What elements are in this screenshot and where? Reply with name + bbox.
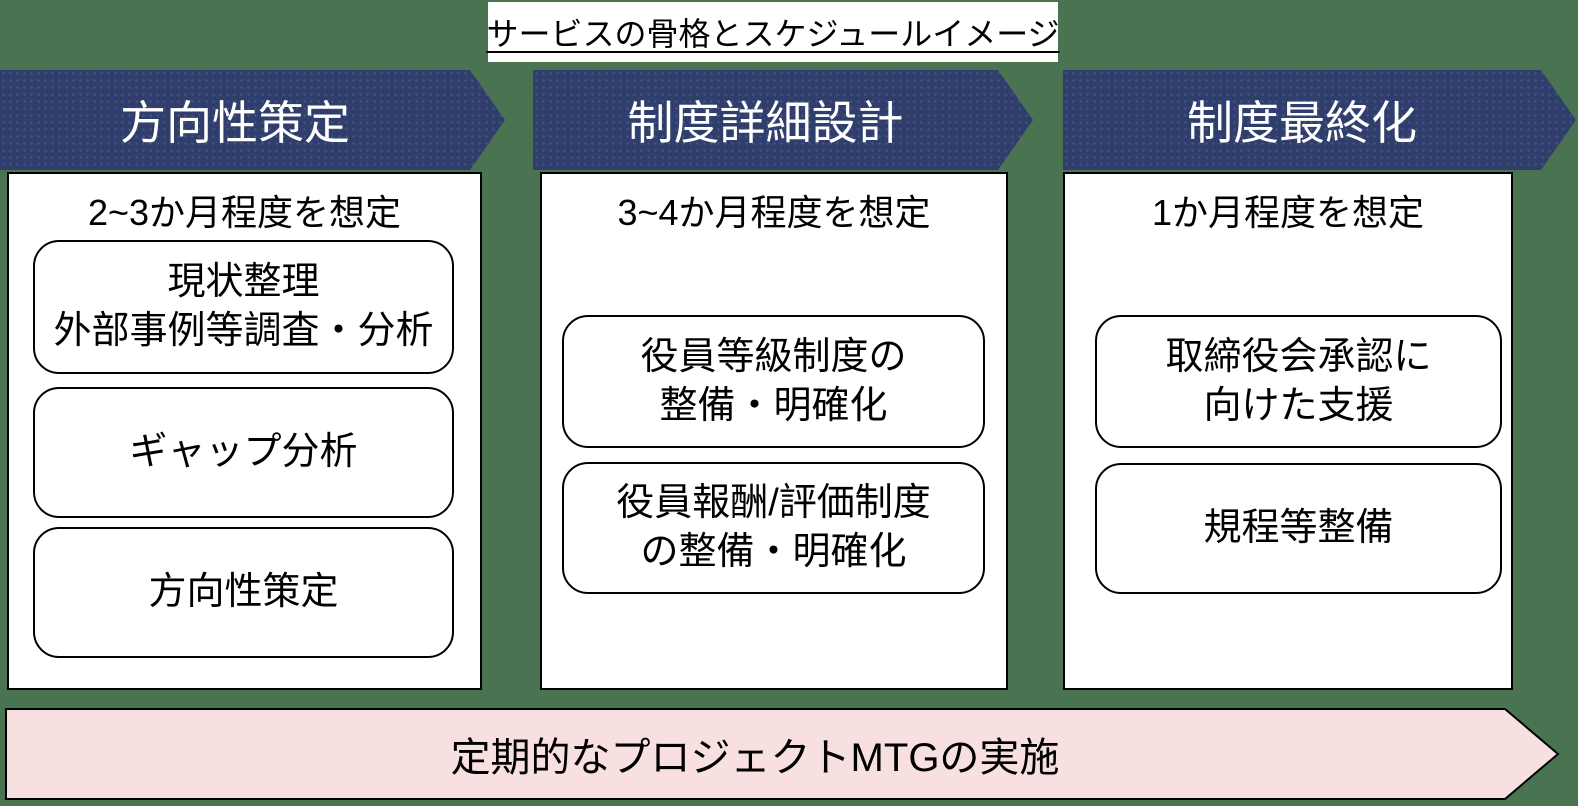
phase-duration: 3~4か月程度を想定 [617, 192, 931, 233]
task-label: 方向性策定 [148, 571, 339, 614]
task-box: 取締役会承認に 向けた支援 [1095, 315, 1502, 448]
phase-duration: 2~3か月程度を想定 [87, 192, 402, 233]
task-box: 役員等級制度の 整備・明確化 [562, 315, 985, 448]
phase-arrow-finalization: 制度最終化 [1063, 70, 1576, 170]
diagram-title-box: サービスの骨格とスケジュールイメージ [486, 2, 1060, 62]
task-box: 現状整理 外部事例等調査・分析 [33, 240, 454, 374]
phase-panel-detailed-design: 3~4か月程度を想定 役員等級制度の 整備・明確化 役員報酬/評価制度 の整備・… [540, 172, 1008, 690]
task-box: 規程等整備 [1095, 463, 1502, 594]
task-box: ギャップ分析 [33, 387, 454, 518]
task-label: 規程等整備 [1203, 507, 1394, 550]
task-label: 役員報酬/評価制度 の整備・明確化 [616, 482, 931, 573]
phase-header-label: 制度詳細設計 [627, 97, 904, 149]
task-label: 役員等級制度の 整備・明確化 [640, 335, 907, 427]
phase-panel-direction-setting: 2~3か月程度を想定 現状整理 外部事例等調査・分析 ギャップ分析 方向性策定 [7, 172, 482, 690]
phase-arrow-detailed-design: 制度詳細設計 [533, 70, 1033, 170]
task-label: 取締役会承認に 向けた支援 [1165, 335, 1432, 427]
phase-panel-finalization: 1か月程度を想定 取締役会承認に 向けた支援 規程等整備 [1063, 172, 1513, 690]
footer-arrow-shape [5, 708, 1560, 800]
phase-header-label: 方向性策定 [120, 97, 350, 149]
footer-mtg-arrow [5, 708, 1560, 800]
phase-header-label: 制度最終化 [1187, 97, 1417, 149]
footer-mtg-label: 定期的なプロジェクトMTGの実施 [450, 736, 1060, 780]
diagram-title: サービスの骨格とスケジュールイメージ [486, 16, 1060, 52]
task-box: 方向性策定 [33, 527, 454, 658]
phase-arrow-direction-setting: 方向性策定 [0, 70, 505, 170]
task-box: 役員報酬/評価制度 の整備・明確化 [562, 462, 985, 594]
task-label: ギャップ分析 [129, 431, 358, 474]
phase-duration: 1か月程度を想定 [1151, 192, 1425, 233]
task-label: 現状整理 外部事例等調査・分析 [53, 261, 434, 352]
